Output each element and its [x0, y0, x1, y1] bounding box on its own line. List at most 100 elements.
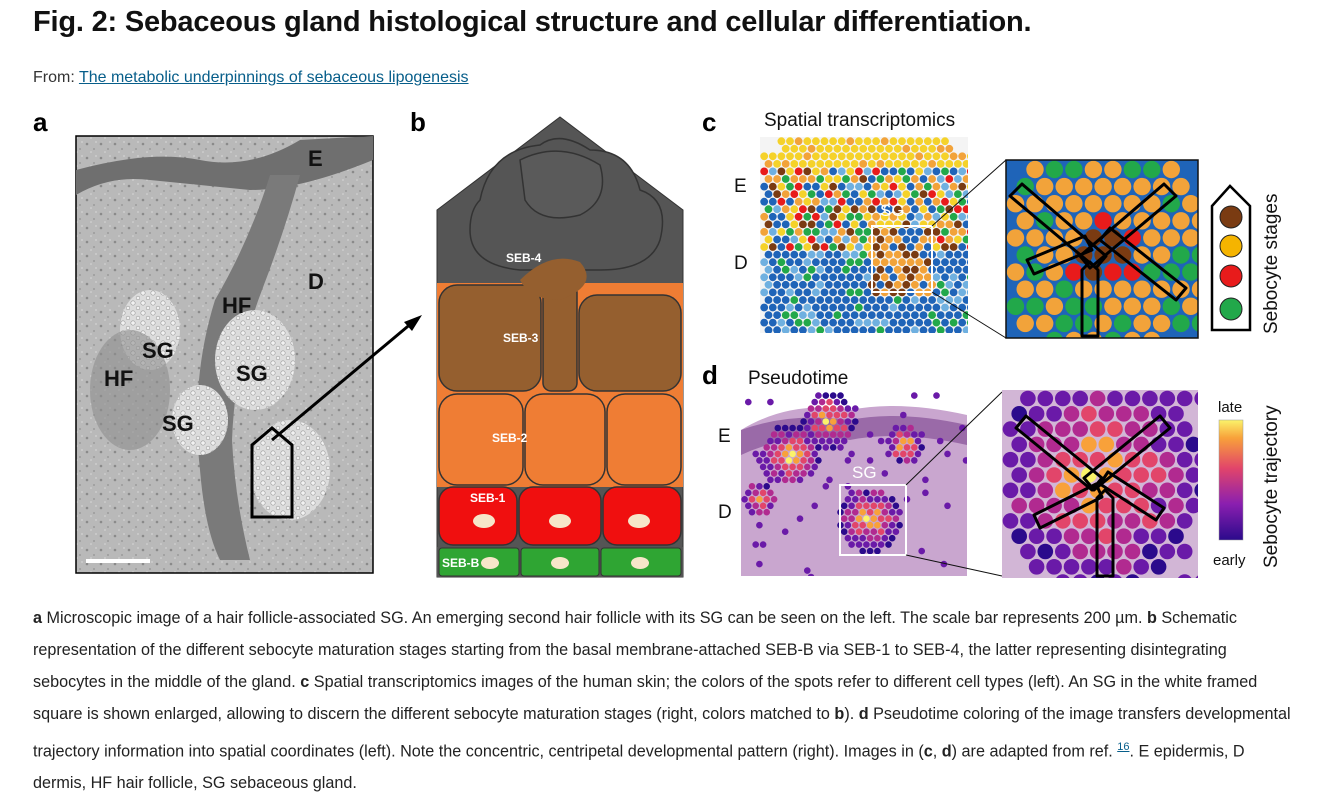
- spot: [889, 167, 898, 176]
- spot: [903, 444, 911, 451]
- spot: [863, 502, 870, 510]
- spot: [855, 182, 863, 191]
- spot: [1045, 160, 1064, 179]
- spot: [906, 197, 915, 206]
- spot: [811, 463, 818, 471]
- spot: [760, 182, 769, 191]
- spot: [966, 244, 968, 250]
- legend-title-trajectory: Sebocyte trajectory: [1261, 405, 1282, 568]
- spot: [796, 476, 804, 484]
- spot: [906, 258, 915, 267]
- spot: [919, 311, 928, 319]
- spot: [919, 144, 928, 153]
- spot: [760, 273, 769, 282]
- spot: [759, 541, 767, 548]
- spot: [877, 502, 885, 510]
- spot: [794, 167, 803, 176]
- spot: [932, 273, 941, 282]
- spot: [1089, 421, 1106, 437]
- spot: [1176, 390, 1193, 407]
- caption-ref-d: d: [941, 742, 952, 761]
- spot: [888, 496, 896, 503]
- spot: [846, 288, 855, 297]
- spot: [1072, 513, 1088, 529]
- spot: [1007, 331, 1024, 338]
- spot: [799, 250, 807, 259]
- spot: [885, 311, 893, 319]
- spot: [1182, 263, 1198, 281]
- spot: [790, 326, 799, 333]
- spot: [786, 273, 794, 282]
- spot: [816, 175, 825, 183]
- spot: [777, 152, 786, 161]
- spot: [844, 496, 852, 503]
- spot: [820, 212, 829, 221]
- spot: [833, 220, 842, 229]
- spot: [1037, 543, 1054, 560]
- spot: [932, 182, 941, 191]
- spot: [846, 273, 855, 282]
- spot: [820, 258, 829, 267]
- spot: [804, 437, 811, 445]
- spot: [1016, 314, 1034, 333]
- spot: [807, 280, 816, 289]
- spot: [919, 235, 928, 244]
- spot: [829, 197, 837, 206]
- spot: [958, 318, 967, 327]
- spot: [777, 182, 786, 191]
- spot: [1104, 195, 1122, 213]
- spot: [826, 411, 833, 419]
- spot: [1046, 331, 1063, 338]
- spot: [770, 431, 778, 438]
- spot: [816, 205, 825, 214]
- spot: [893, 220, 902, 229]
- spot: [1002, 451, 1019, 468]
- spot: [877, 515, 885, 522]
- spot: [794, 137, 803, 146]
- spot: [906, 167, 915, 176]
- spot: [826, 424, 833, 432]
- spot: [932, 137, 941, 146]
- spot: [889, 318, 898, 327]
- spot: [1094, 177, 1112, 196]
- source-article-link[interactable]: The metabolic underpinnings of sebaceous…: [78, 69, 469, 86]
- spot: [866, 508, 874, 516]
- spot: [941, 167, 949, 176]
- spot: [898, 228, 906, 236]
- spot: [820, 318, 829, 327]
- spot: [1176, 513, 1193, 529]
- spot: [850, 160, 859, 168]
- panel-c-label-d: D: [734, 253, 748, 274]
- spot: [962, 160, 968, 168]
- spot: [876, 311, 885, 319]
- spot: [936, 280, 945, 289]
- spot: [1045, 229, 1064, 247]
- spot: [949, 318, 958, 327]
- spot: [919, 160, 928, 168]
- spot: [764, 296, 773, 304]
- spot: [923, 137, 932, 146]
- spot: [829, 418, 837, 425]
- spot: [781, 450, 789, 458]
- spot: [850, 280, 859, 289]
- spot: [846, 167, 855, 176]
- spot: [911, 296, 919, 304]
- spot: [760, 318, 769, 327]
- spot: [811, 450, 818, 458]
- spot: [1036, 212, 1054, 230]
- spot: [760, 212, 769, 221]
- spot: [790, 175, 799, 183]
- spot: [881, 521, 889, 529]
- spot: [872, 197, 880, 206]
- spot: [793, 444, 800, 451]
- panel-c-label-e: E: [734, 176, 747, 197]
- spot: [820, 182, 829, 191]
- spot: [815, 405, 822, 412]
- spot: [911, 205, 919, 214]
- reference-16-link[interactable]: 16: [1117, 741, 1130, 753]
- spot: [889, 152, 898, 161]
- spot: [911, 220, 919, 229]
- spot: [902, 220, 911, 229]
- spot: [773, 220, 781, 229]
- spot: [885, 144, 893, 153]
